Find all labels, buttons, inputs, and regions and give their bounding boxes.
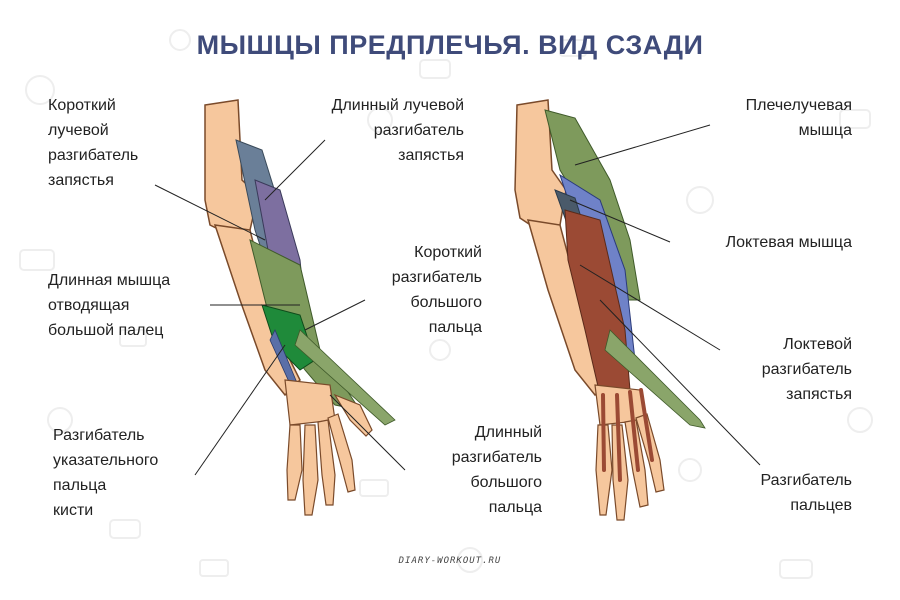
label-short-radial-extensor: Короткий лучевой разгибатель запястья [48, 97, 139, 189]
left-tendon-strip [294, 329, 396, 426]
leader-long-radial-extensor [264, 139, 326, 201]
label-extensor-pollicis-longus: Длинный разгибатель большого пальца [451, 424, 542, 516]
leader-extensor-indicis [194, 344, 286, 476]
leader-extensor-pollicis-brevis [304, 299, 366, 331]
leader-extensor-digitorum [599, 299, 761, 466]
site-watermark: DIARY-WORKOUT.RU [398, 556, 502, 566]
leader-anconeus [569, 199, 671, 243]
label-extensor-indicis: Разгибатель указательного пальца кисти [53, 427, 159, 519]
leader-short-radial-extensor [154, 184, 266, 241]
label-long-radial-extensor: Длинный лучевой разгибатель запястья [331, 97, 464, 164]
leader-brachioradialis [574, 124, 711, 166]
leader-extensor-pollicis-longus [329, 394, 406, 471]
right-arm-figure [514, 99, 706, 521]
label-extensor-carpi-ulnaris: Локтевой разгибатель запястья [761, 336, 852, 403]
right-finger-tendons [601, 388, 654, 482]
leader-lines [154, 124, 761, 476]
label-extensor-pollicis-brevis: Короткий разгибатель большого пальца [391, 244, 482, 336]
label-anconeus: Локтевая мышца [725, 234, 852, 251]
diagram-title: МЫШЦЫ ПРЕДПЛЕЧЬЯ. ВИД СЗАДИ [196, 30, 704, 60]
label-extensor-digitorum: Разгибатель пальцев [760, 472, 853, 514]
leader-extensor-carpi-ulnaris [579, 264, 721, 351]
label-abductor-pollicis-longus: Длинная мышца отводящая большой палец [48, 272, 171, 339]
left-arm-figure [204, 99, 396, 516]
right-green-tendon-strip [604, 329, 706, 429]
left-hand-bones [284, 379, 373, 516]
label-brachioradialis: Плечелучевая мышца [745, 97, 852, 139]
